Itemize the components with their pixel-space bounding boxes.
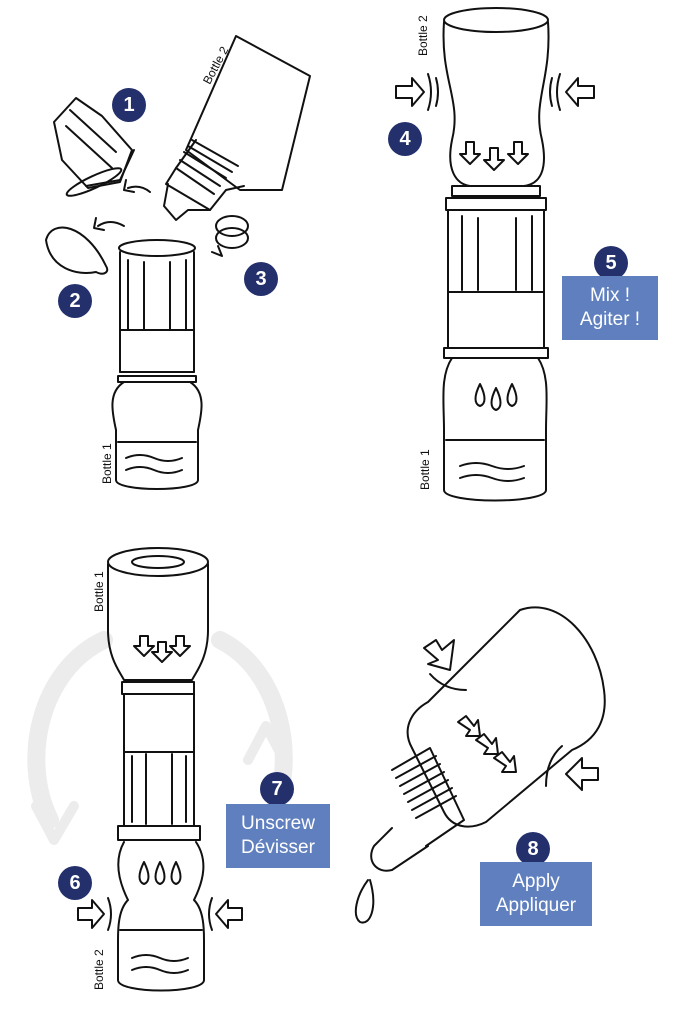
step-badge-6: 6 [58,866,92,900]
arrow-head-icon [93,217,105,231]
panel-8-apply [354,606,606,924]
bottle-2-bottom-drawing [117,841,205,992]
step-badge-7: 7 [260,772,294,806]
step-badge-8: 8 [516,832,550,866]
dropper-cap-drawing [53,97,135,197]
squeeze-arrow-right-icon [545,745,599,791]
instruction-mix-en: Mix ! [589,285,631,306]
step-badge-3: 3 [244,262,278,296]
panel-1-assembly [45,35,311,490]
instruction-box-unscrew: Unscrew Dévisser [226,804,330,868]
dropper-bulb-drawing [45,226,109,275]
bottle-2-tilted-drawing [163,35,311,221]
instruction-unscrew-en: Unscrew [241,813,315,834]
squeeze-arrow-top-icon [423,639,467,691]
bottle-2-upside-down-drawing [442,7,550,211]
arrow-icon [97,221,125,227]
drops-icon [474,383,518,411]
screw-rotation-icon [211,215,249,257]
bottle-1-lower-drawing [442,357,548,502]
squeeze-arrow-right-icon [208,897,243,931]
adapter-middle-drawing [117,693,201,841]
step-badge-5: 5 [594,246,628,280]
instruction-apply-fr: Appliquer [495,895,577,916]
squeeze-arrow-left-icon [395,73,439,111]
flow-down-arrows-icon [459,141,529,171]
panel-6-7-unscrew [27,547,293,992]
label-bottle-1-panel2: Bottle 1 [418,449,432,490]
drop-falling-icon [354,879,375,924]
instruction-apply-en: Apply [512,871,560,892]
flow-down-arrows-icon [133,635,191,663]
step-badge-1: 1 [112,88,146,122]
instruction-mix-fr: Agiter ! [579,309,641,330]
flow-diagonal-arrows-icon [457,715,517,773]
bottle-1-with-adapter-drawing [111,239,203,490]
instruction-unscrew-fr: Dévisser [241,837,315,858]
bottle-2-applying-drawing [370,606,606,872]
label-bottle-2-panel3: Bottle 2 [92,949,106,990]
panel-4-5-squeeze-mix [395,7,595,502]
squeeze-arrow-right-icon [549,73,595,111]
label-bottle-2-panel2: Bottle 2 [416,15,430,56]
squeeze-arrow-left-icon [77,897,112,931]
step-badge-4: 4 [388,122,422,156]
step-badge-2: 2 [58,284,92,318]
bottle-1-inverted-drawing [107,547,209,695]
label-bottle-1-panel3: Bottle 1 [92,571,106,612]
label-bottle-1-panel1: Bottle 1 [100,443,114,484]
drops-icon [138,861,182,885]
arrow-icon [127,185,151,193]
adapter-middle-drawing [443,209,549,359]
instruction-box-mix: Mix ! Agiter ! [562,276,658,340]
instruction-box-apply: Apply Appliquer [480,862,592,926]
arrow-head-icon [123,179,135,193]
